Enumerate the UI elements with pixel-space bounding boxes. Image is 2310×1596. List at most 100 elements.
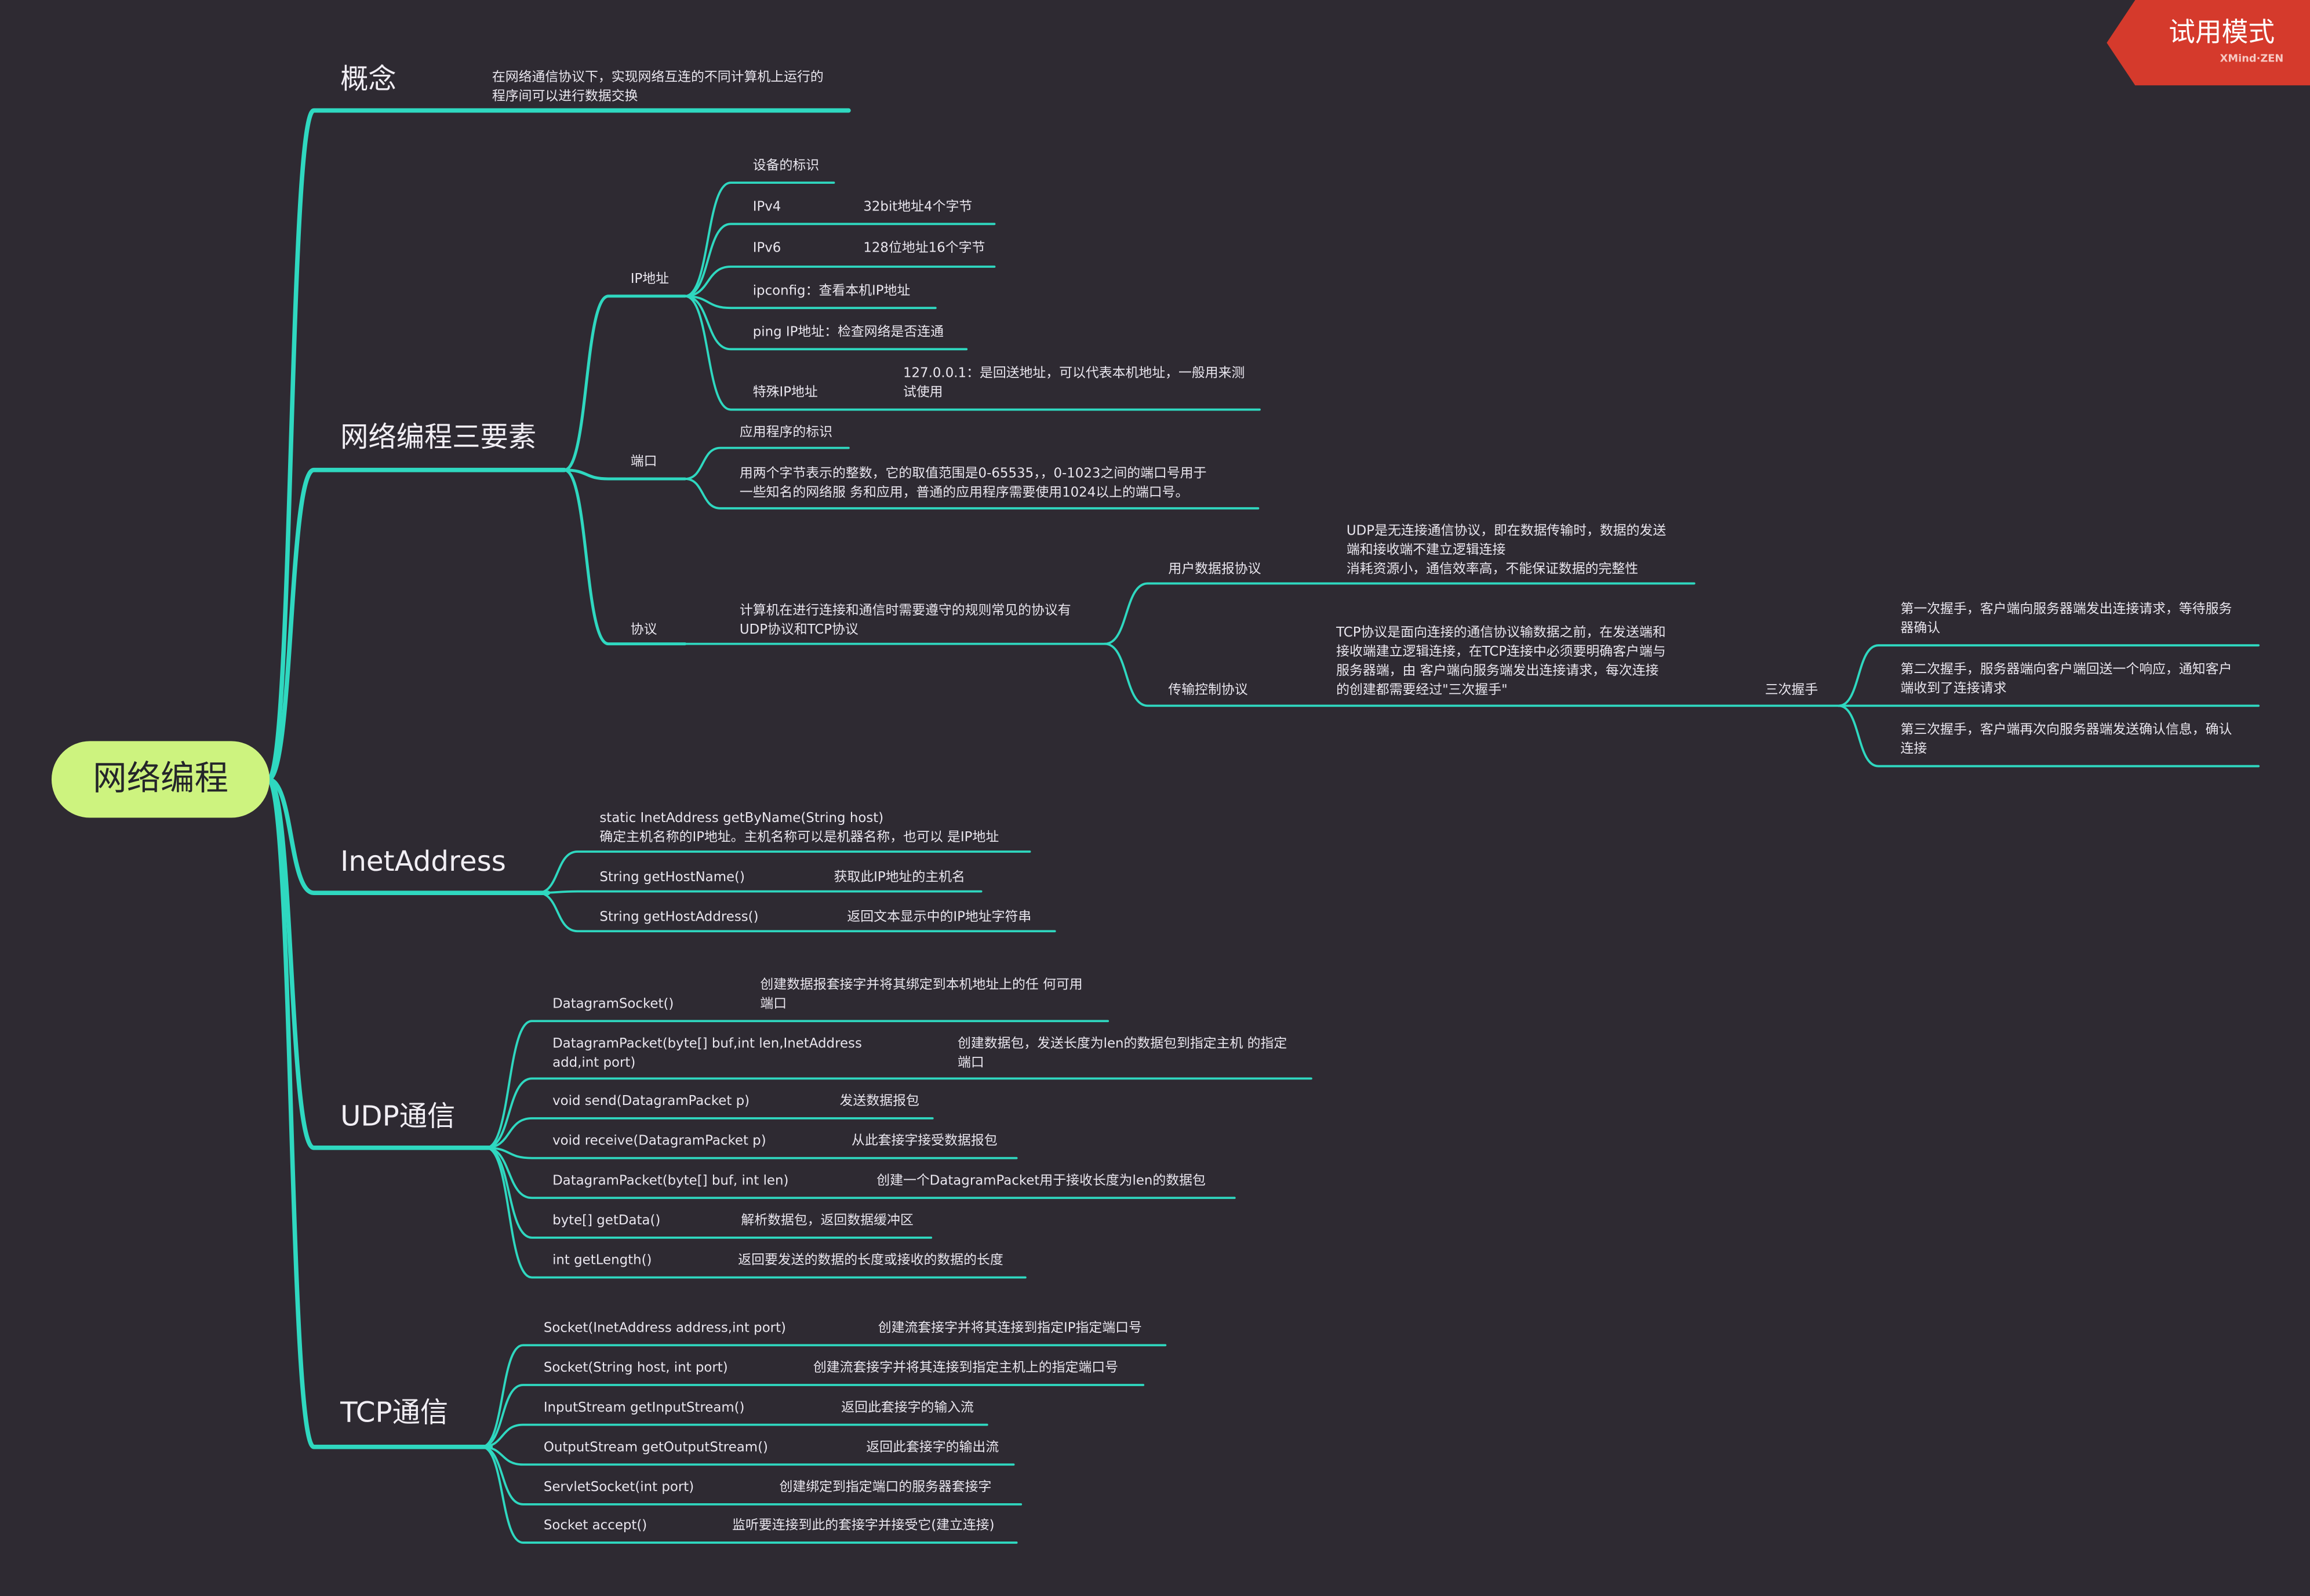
- connector-line-23: [536, 890, 983, 895]
- handshake-step-1[interactable]: 第一次握手，客户端向服务器端发出连接请求，等待服务 器确认: [1900, 602, 2232, 637]
- inet-gethostaddress-desc[interactable]: 返回文本显示中的IP地址字符串: [847, 910, 1032, 926]
- tcp-getoutputstream[interactable]: OutputStream getOutputStream(): [543, 1441, 768, 1456]
- udp-datagrampacket-receive-desc[interactable]: 创建一个DatagramPacket用于接收长度为len的数据包: [876, 1174, 1206, 1189]
- ip-ipv4-desc[interactable]: 32bit地址4个字节: [863, 200, 973, 216]
- udp-datagrampacket-send-desc[interactable]: 创建数据包，发送长度为len的数据包到指定主机 的指定 端口: [957, 1037, 1287, 1071]
- xmind-logo: XMind·ZEN: [2220, 53, 2284, 65]
- udp-datagramsocket-desc[interactable]: 创建数据报套接字并将其绑定到本机地址上的任 何可用 端口: [760, 978, 1083, 1013]
- connector-line-37: [481, 1445, 1018, 1544]
- connector-line-14: [683, 446, 850, 480]
- connector-line-26: [485, 1077, 1312, 1149]
- udp-getlength[interactable]: int getLength(): [552, 1253, 652, 1269]
- ip-ping[interactable]: ping IP地址：检查网络是否连通: [752, 325, 944, 341]
- topic-ip-address[interactable]: IP地址: [630, 272, 670, 288]
- trial-mode-title: 试用模式: [2169, 17, 2275, 49]
- tcp-socket-host[interactable]: Socket(String host, int port): [543, 1361, 728, 1376]
- ip-ipv6-desc[interactable]: 128位地址16个字节: [863, 241, 985, 257]
- root-topic[interactable]: 网络编程: [51, 741, 270, 818]
- connector-line-2: [265, 777, 551, 895]
- port-app-identifier[interactable]: 应用程序的标识: [739, 426, 832, 441]
- connector-line-1: [265, 467, 567, 782]
- tcp-servletsocket[interactable]: ServletSocket(int port): [543, 1481, 694, 1496]
- ip-special-address-desc[interactable]: 127.0.0.1：是回送地址，可以代表本机地址，一般用来测 试使用: [903, 366, 1245, 401]
- connector-line-24: [536, 892, 1056, 933]
- connector-line-11: [683, 295, 937, 310]
- concept-description[interactable]: 在网络通信协议下，实现网络互连的不同计算机上运行的 程序间可以进行数据交换: [492, 70, 824, 105]
- ip-ipconfig[interactable]: ipconfig：查看本机IP地址: [752, 284, 911, 299]
- connector-line-12: [683, 295, 968, 351]
- connector-line-13: [683, 295, 1261, 411]
- ip-ipv4[interactable]: IPv4: [752, 200, 781, 216]
- udp-getdata-desc[interactable]: 解析数据包，返回数据缓冲区: [741, 1214, 914, 1229]
- tcp-accept[interactable]: Socket accept(): [543, 1519, 647, 1534]
- udp-getdata[interactable]: byte[] getData(): [552, 1214, 661, 1229]
- connector-line-33: [481, 1384, 1145, 1448]
- protocol-udp[interactable]: 用户数据报协议: [1168, 562, 1261, 578]
- inet-getbyname[interactable]: static InetAddress getByName(String host…: [599, 812, 999, 846]
- connector-line-27: [485, 1117, 934, 1149]
- connector-line-17: [1104, 582, 1696, 645]
- trial-mode-badge[interactable]: 试用模式 XMind·ZEN: [2107, 0, 2310, 86]
- connector-line-25: [485, 1020, 1109, 1149]
- tcp-accept-desc[interactable]: 监听要连接到此的套接字并接受它(建立连接): [732, 1519, 995, 1534]
- connector-line-18: [1104, 642, 1840, 707]
- handshake-step-3[interactable]: 第三次握手，客户端再次向服务器端发送确认信息，确认 连接: [1900, 723, 2232, 758]
- connector-line-15: [683, 478, 1260, 510]
- connector-line-29: [485, 1146, 1236, 1199]
- tcp-socket-inetaddress-desc[interactable]: 创建流套接字并将其连接到指定IP指定端口号: [878, 1321, 1142, 1337]
- topic-udp-communication[interactable]: UDP通信: [340, 1100, 456, 1133]
- connector-line-28: [485, 1146, 1018, 1159]
- udp-receive-desc[interactable]: 从此套接字接受数据报包: [851, 1134, 998, 1150]
- udp-receive[interactable]: void receive(DatagramPacket p): [552, 1134, 766, 1150]
- connector-line-8: [683, 181, 835, 297]
- topic-protocol[interactable]: 协议: [630, 623, 657, 638]
- connector-line-3: [265, 777, 493, 1150]
- tcp-servletsocket-desc[interactable]: 创建绑定到指定端口的服务器套接字: [779, 1481, 992, 1496]
- topic-inetaddress[interactable]: InetAddress: [340, 845, 506, 878]
- topic-three-way-handshake[interactable]: 三次握手: [1765, 684, 1818, 699]
- topic-port[interactable]: 端口: [630, 455, 657, 470]
- protocol-tcp[interactable]: 传输控制协议: [1168, 684, 1248, 699]
- udp-send-desc[interactable]: 发送数据报包: [839, 1095, 919, 1110]
- udp-datagramsocket[interactable]: DatagramSocket(): [552, 997, 674, 1013]
- topic-concept[interactable]: 概念: [340, 63, 396, 96]
- connector-line-6: [562, 468, 687, 481]
- inet-gethostname[interactable]: String getHostName(): [599, 871, 745, 886]
- tcp-socket-inetaddress[interactable]: Socket(InetAddress address,int port): [543, 1321, 787, 1337]
- connector-line-21: [1837, 704, 2260, 768]
- connector-line-22: [536, 850, 1031, 895]
- port-range-desc[interactable]: 用两个字节表示的整数，它的取值范围是0-65535，，0-1023之间的端口号用…: [739, 467, 1207, 501]
- connector-line-7: [562, 468, 687, 646]
- connector-line-0: [265, 108, 851, 782]
- handshake-step-2[interactable]: 第二次握手，服务器端向客户端回送一个响应，通知客户 端收到了连接请求: [1900, 663, 2232, 697]
- protocol-description[interactable]: 计算机在进行连接和通信时需要遵守的规则常见的协议有 UDP协议和TCP协议: [739, 604, 1071, 638]
- topic-three-elements[interactable]: 网络编程三要素: [340, 421, 537, 454]
- ip-device-identifier[interactable]: 设备的标识: [752, 159, 820, 174]
- protocol-tcp-desc[interactable]: TCP协议是面向连接的通信协议输数据之前，在发送端和 接收端建立逻辑连接，在TC…: [1336, 626, 1666, 699]
- tcp-socket-host-desc[interactable]: 创建流套接字并将其连接到指定主机上的指定端口号: [813, 1361, 1119, 1376]
- connector-line-35: [481, 1445, 1015, 1466]
- topic-tcp-communication[interactable]: TCP通信: [340, 1397, 449, 1430]
- connector-line-19: [1837, 644, 2260, 707]
- connector-line-4: [265, 777, 493, 1449]
- udp-datagrampacket-send[interactable]: DatagramPacket(byte[] buf,int len,InetAd…: [552, 1037, 862, 1071]
- tcp-getinputstream[interactable]: InputStream getInputStream(): [543, 1401, 745, 1416]
- tcp-getoutputstream-desc[interactable]: 返回此套接字的输出流: [866, 1441, 999, 1456]
- connector-line-9: [683, 223, 996, 297]
- ip-ipv6[interactable]: IPv6: [752, 241, 781, 257]
- connector-line-5: [562, 295, 687, 472]
- connector-line-10: [683, 266, 996, 297]
- inet-gethostaddress[interactable]: String getHostAddress(): [599, 910, 759, 926]
- tcp-getinputstream-desc[interactable]: 返回此套接字的输入流: [841, 1401, 974, 1416]
- inet-gethostname-desc[interactable]: 获取此IP地址的主机名: [834, 871, 965, 886]
- udp-getlength-desc[interactable]: 返回要发送的数据的长度或接收的数据的长度: [738, 1253, 1003, 1269]
- connector-line-31: [485, 1146, 1027, 1279]
- udp-datagrampacket-receive[interactable]: DatagramPacket(byte[] buf, int len): [552, 1174, 789, 1189]
- protocol-udp-desc[interactable]: UDP是无连接通信协议，即在数据传输时，数据的发送 端和接收端不建立逻辑连接 消…: [1346, 524, 1667, 578]
- ip-special-address[interactable]: 特殊IP地址: [752, 386, 818, 401]
- connector-line-34: [481, 1423, 988, 1448]
- udp-send[interactable]: void send(DatagramPacket p): [552, 1095, 750, 1110]
- connector-line-32: [481, 1344, 1167, 1448]
